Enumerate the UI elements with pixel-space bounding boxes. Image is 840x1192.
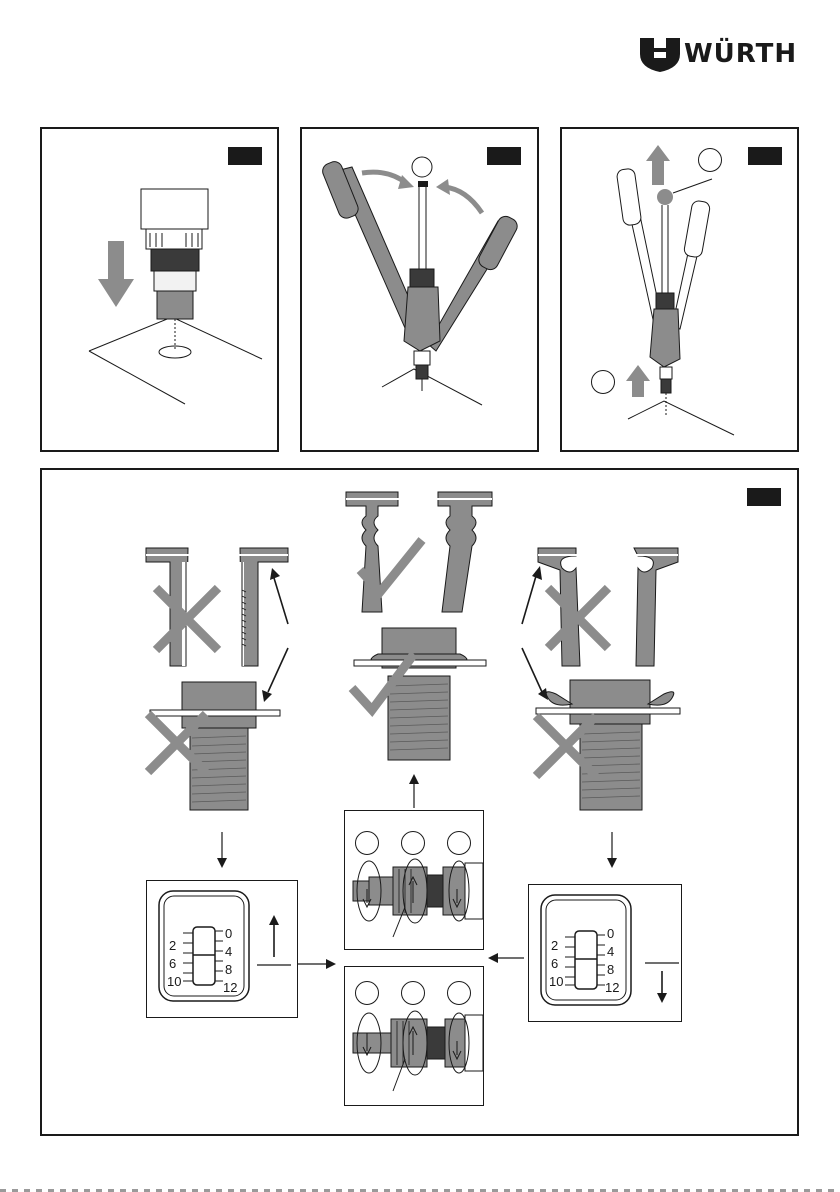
dial-label: 0 (225, 927, 232, 940)
squeeze-handles-icon (302, 129, 541, 454)
dial-box-right: 2 6 10 0 4 8 12 (528, 884, 682, 1022)
dial-label: 4 (607, 945, 614, 958)
dial-label: 8 (607, 963, 614, 976)
adjust-box-lower (344, 966, 484, 1106)
stroke-dial-icon (529, 885, 683, 1023)
step-panel-2 (300, 127, 539, 452)
dial-label: 6 (551, 957, 558, 970)
nosepiece-adjust-icon (345, 967, 485, 1107)
dial-label: 2 (169, 939, 176, 952)
dial-box-left: 2 6 10 0 4 8 12 (146, 880, 298, 1018)
dial-label: 2 (551, 939, 558, 952)
adjustment-panel: 2 6 10 0 4 8 12 2 6 10 0 4 8 (40, 468, 799, 1136)
wurth-emblem-icon (640, 36, 680, 72)
dial-label: 12 (223, 981, 237, 994)
step-panel-3 (560, 127, 799, 452)
release-and-remove-icon (562, 129, 801, 454)
dial-label: 8 (225, 963, 232, 976)
adjust-box-upper (344, 810, 484, 950)
rivet-nut-long-setting (522, 548, 680, 868)
dial-label: 0 (607, 927, 614, 940)
nosepiece-adjust-icon (345, 811, 485, 951)
brand-name: WÜRTH (684, 39, 797, 69)
wurth-logo: WÜRTH (640, 36, 802, 72)
dial-label: 6 (169, 957, 176, 970)
drill-into-hole-icon (42, 129, 281, 454)
dial-label: 10 (549, 975, 563, 988)
rivet-nut-short-setting (146, 548, 288, 868)
rivet-nut-correct-setting (346, 492, 492, 808)
dial-label: 10 (167, 975, 181, 988)
step-panel-1 (40, 127, 279, 452)
dial-label: 4 (225, 945, 232, 958)
dial-label: 12 (605, 981, 619, 994)
